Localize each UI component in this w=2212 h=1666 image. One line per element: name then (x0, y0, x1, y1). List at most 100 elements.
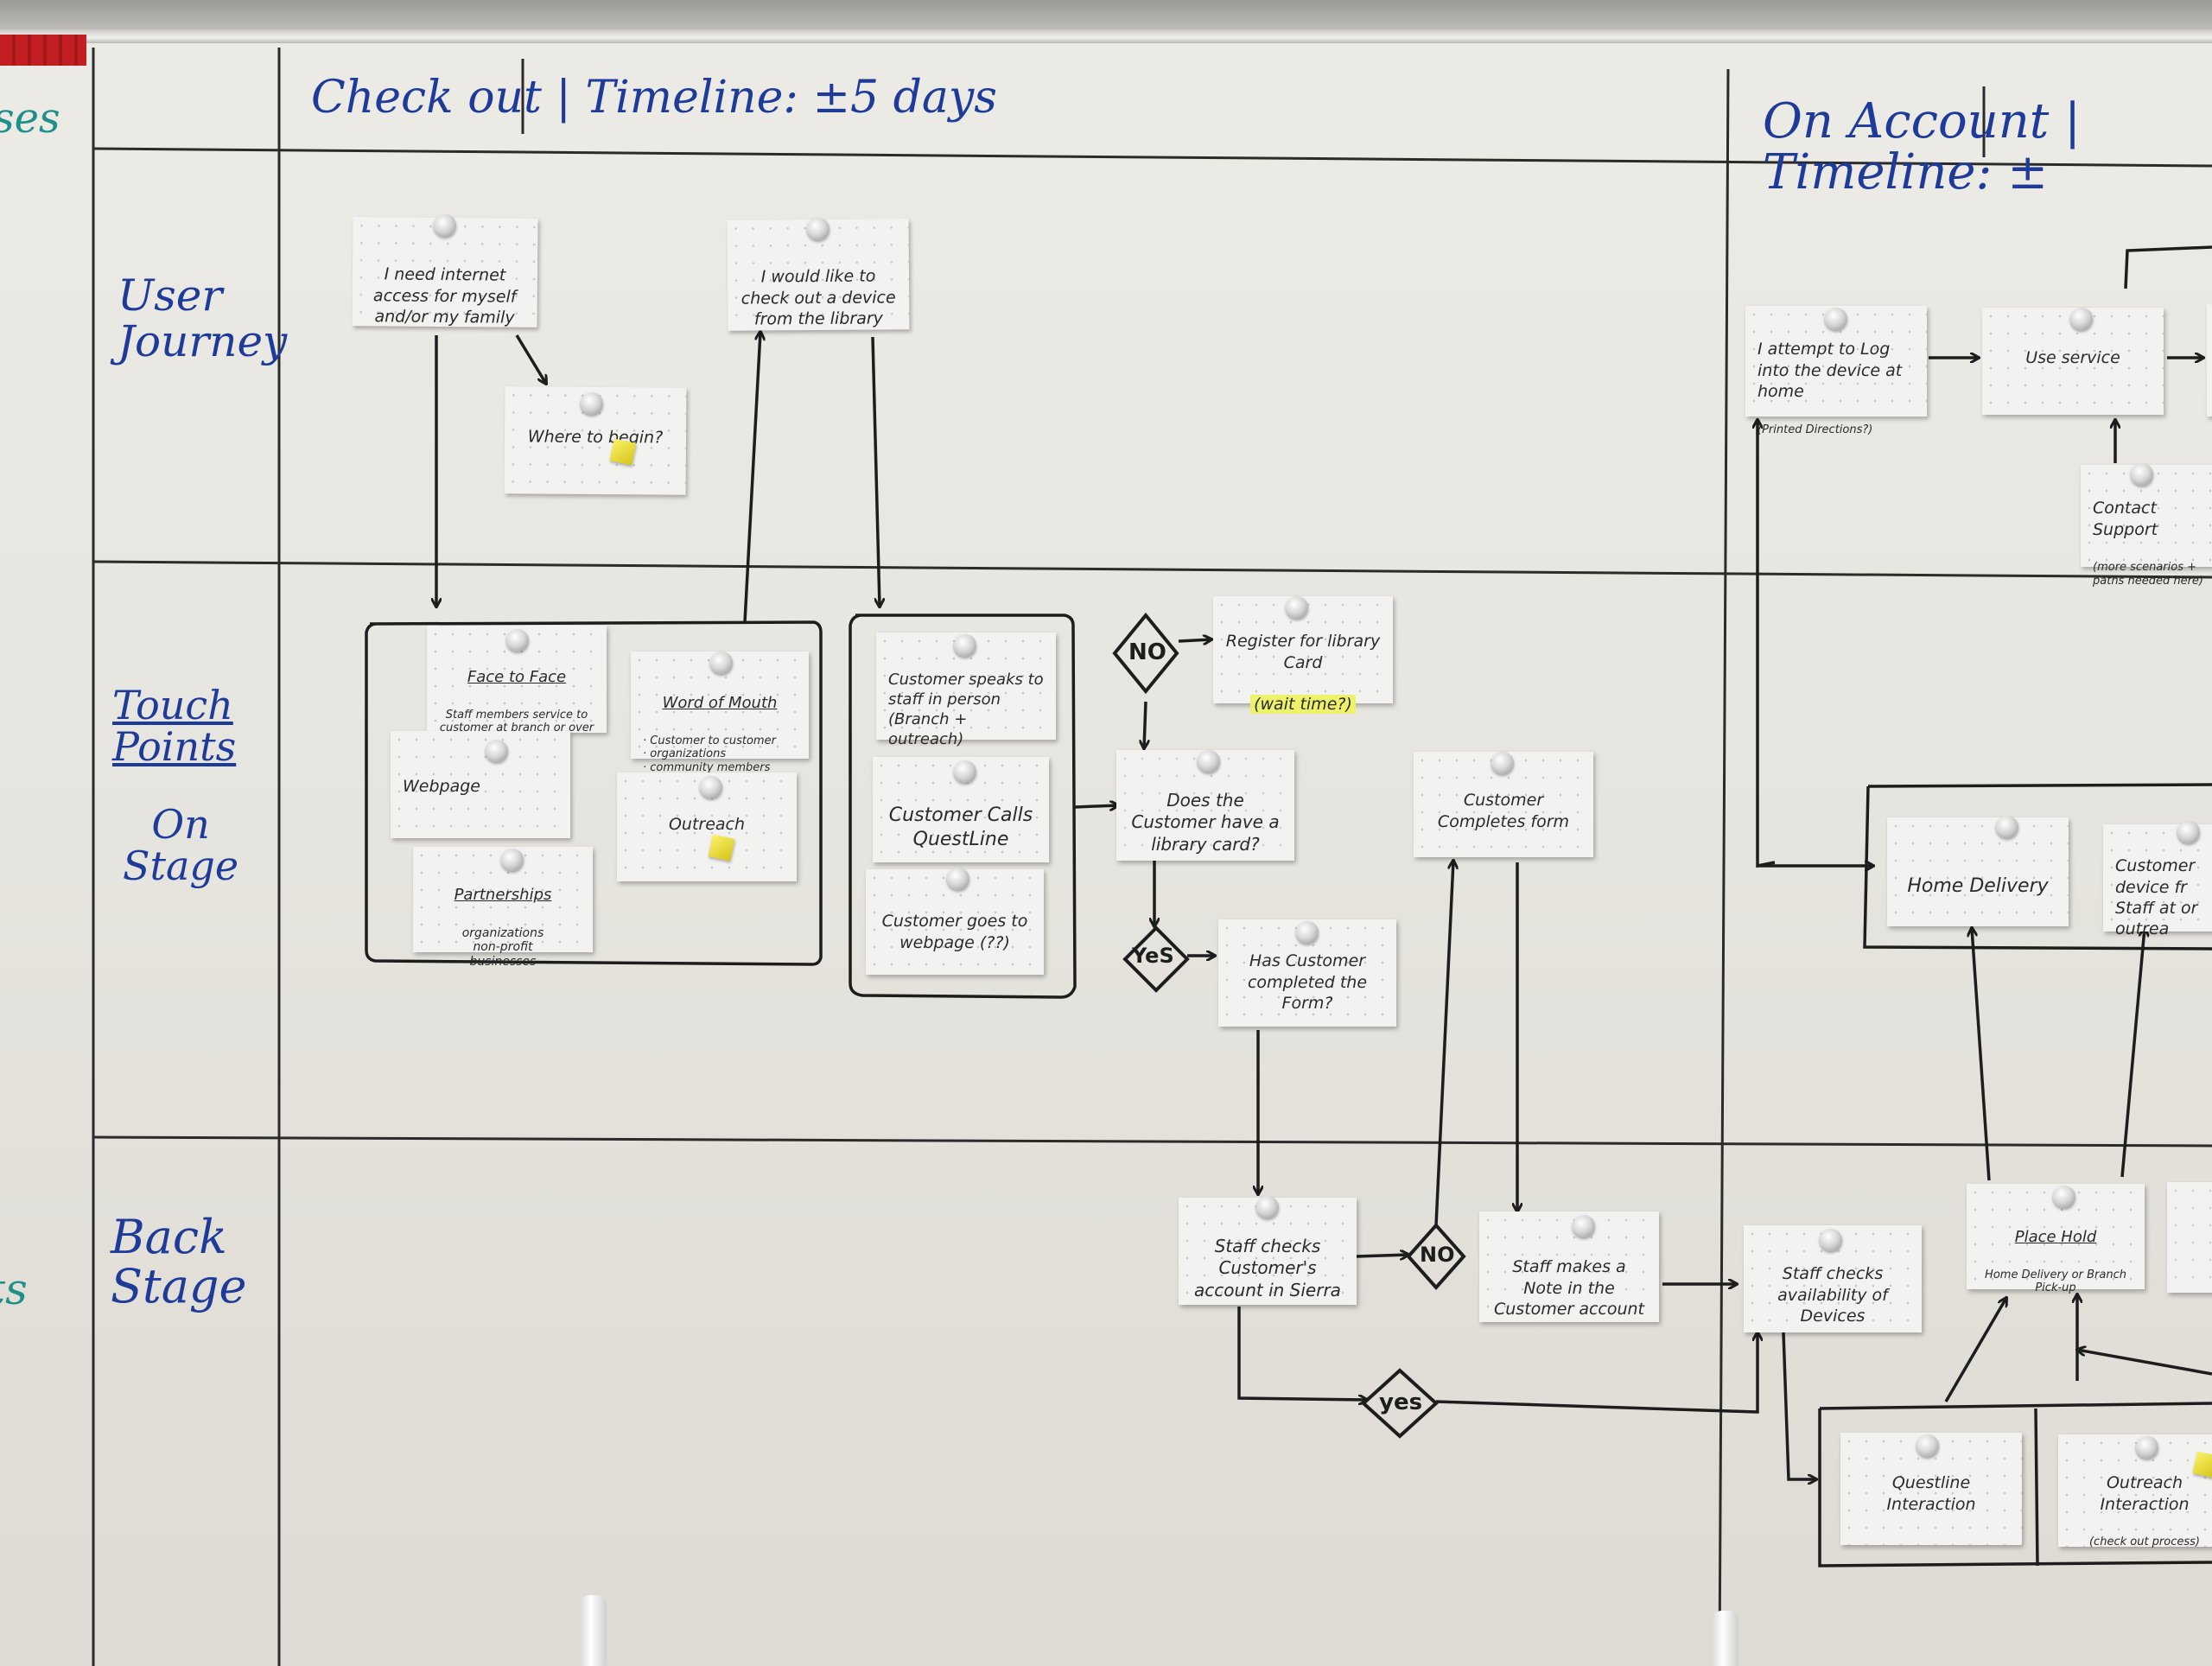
pin (2136, 1436, 2158, 1459)
flow-arrows (436, 332, 2212, 1479)
card-text: Questline Interaction (1886, 1473, 1976, 1514)
pin (506, 629, 529, 652)
card-title: Place Hold (2014, 1228, 2097, 1247)
card-completed-form: Has Customer completed the Form? (1218, 919, 1396, 1027)
decision-yes-library-card: YeS (1132, 944, 1174, 968)
card-text: Has Customer completed the Form? (1247, 951, 1368, 1013)
pin (1916, 1434, 1939, 1457)
card-text: Staff makes a Note in the Customer accou… (1493, 1257, 1645, 1319)
lane-label-on-stage: On Stage (123, 801, 239, 890)
decision-no-library-card: NO (1128, 639, 1166, 665)
decision-yes-sierra: yes (1379, 1389, 1423, 1415)
left-edge-text-back: ts (0, 1264, 28, 1314)
pin (954, 760, 976, 783)
card-text: I attempt to Log into the device at home (1758, 340, 1903, 401)
yellow-pin (708, 834, 735, 862)
marker-pen (581, 1595, 607, 1666)
pin (1198, 750, 1220, 773)
pin (954, 634, 976, 657)
card-speaks-to-staff: Customer speaks to staff in person (Bran… (876, 633, 1056, 748)
card-customer-completes-form: Customer Completes form (1414, 752, 1593, 857)
marker-pen (1713, 1611, 1738, 1666)
card-text: Home Delivery (1907, 875, 2049, 898)
card-text: Contact Support (2093, 499, 2158, 539)
pin (581, 392, 603, 415)
card-text: Customer Completes form (1437, 791, 1570, 831)
pin (2070, 308, 2093, 330)
card-text: Home Delivery or Branch Pick-up (1985, 1268, 2126, 1295)
card-text: I would like to check out a device from … (741, 266, 896, 329)
card-text: Webpage (403, 777, 480, 797)
pin (1820, 1229, 1842, 1251)
pin (807, 218, 830, 240)
pin (2131, 463, 2153, 486)
card-face-to-face: Face to Face Staff members service to cu… (427, 626, 607, 748)
decision-no-sierra: NO (1420, 1243, 1455, 1267)
whiteboard-frame-top (0, 29, 2212, 43)
lane-label-touch-points: Touch Points (112, 682, 237, 771)
pin (2177, 821, 2200, 843)
card-back-stage-edge (2167, 1182, 2212, 1293)
card-partnerships: Partnerships organizations non-profit bu… (413, 847, 593, 969)
card-text: organizations non-profit businesses (461, 925, 544, 970)
pin (1256, 1196, 1279, 1218)
card-text: Outreach Interaction (2100, 1473, 2190, 1514)
card-goes-to-webpage: Customer goes to webpage (??) (866, 869, 1044, 975)
grid-lines (92, 48, 2212, 1666)
card-note: (more scenarios + paths needed here) (2093, 561, 2203, 588)
pin (1286, 596, 1308, 619)
pin (501, 849, 524, 871)
pin (1491, 752, 1514, 774)
lane-label-user-journey: User Journey (118, 270, 288, 366)
card-title: Partnerships (454, 886, 552, 905)
card-text: Staff checks availability of Devices (1777, 1264, 1888, 1326)
card-text: Outreach (668, 815, 746, 835)
card-calls-questline: Customer Calls QuestLine (873, 757, 1049, 862)
card-text: Register for library Card (1225, 632, 1381, 672)
checkout-phase-header: Check out | Timeline: ±5 days (311, 72, 997, 124)
wall (0, 0, 2212, 29)
decision-diamonds (1112, 612, 1466, 1439)
on-account-phase-header: On Account | Timeline: ± (1763, 93, 2081, 200)
pin (2053, 1186, 2075, 1208)
card-outreach-interaction: Outreach Interaction (check out process) (2058, 1434, 2212, 1549)
card-use-service-edge (2207, 304, 2212, 416)
card-text: Where to begin? (527, 427, 664, 448)
card-text: Staff checks Customer's account in Sierr… (1194, 1235, 1341, 1300)
pin (947, 868, 969, 890)
connector-lines (2124, 245, 2212, 1244)
card-text: Customer goes to webpage (??) (881, 912, 1028, 952)
pin (1825, 308, 1847, 330)
card-text: Customer Calls QuestLine (888, 804, 1033, 851)
pin (700, 776, 722, 798)
card-webpage: Webpage (391, 731, 570, 838)
yellow-pin (609, 438, 637, 466)
pin (1296, 921, 1319, 944)
left-edge-text-top: ses (0, 94, 60, 143)
card-text: I need internet access for myself and/or… (372, 264, 517, 327)
pin (1996, 816, 2018, 838)
card-home-delivery: Home Delivery (1887, 817, 2069, 926)
card-text: · Customer to customer · organizations ·… (643, 734, 776, 774)
card-title: Face to Face (467, 668, 567, 687)
card-customer-device: Customer device fr Staff at or outrea (2103, 824, 2212, 938)
card-note: (Printed Directions?) (1758, 423, 1873, 436)
pin (1573, 1215, 1595, 1237)
lane-label-back-stage: Back Stage (111, 1210, 247, 1313)
pin (486, 740, 508, 762)
card-text: Does the Customer have a library card? (1131, 789, 1280, 855)
pin (434, 214, 456, 237)
group-boxes (365, 614, 2212, 1567)
card-staff-makes-note: Staff makes a Note in the Customer accou… (1479, 1211, 1659, 1322)
card-text: Use service (2025, 348, 2120, 368)
yellow-pin (2192, 1451, 2212, 1478)
card-text: Customer speaks to staff in person (Bran… (888, 671, 1044, 749)
card-contact-support: Contact Support (more scenarios + paths … (2081, 465, 2212, 588)
card-title: Word of Mouth (662, 694, 778, 713)
card-note: (check out process) (2088, 1536, 2200, 1549)
red-tape (0, 35, 86, 66)
card-text: Customer device fr Staff at or outrea (2115, 856, 2198, 939)
card-staff-checks-availability: Staff checks availability of Devices (1744, 1225, 1922, 1332)
